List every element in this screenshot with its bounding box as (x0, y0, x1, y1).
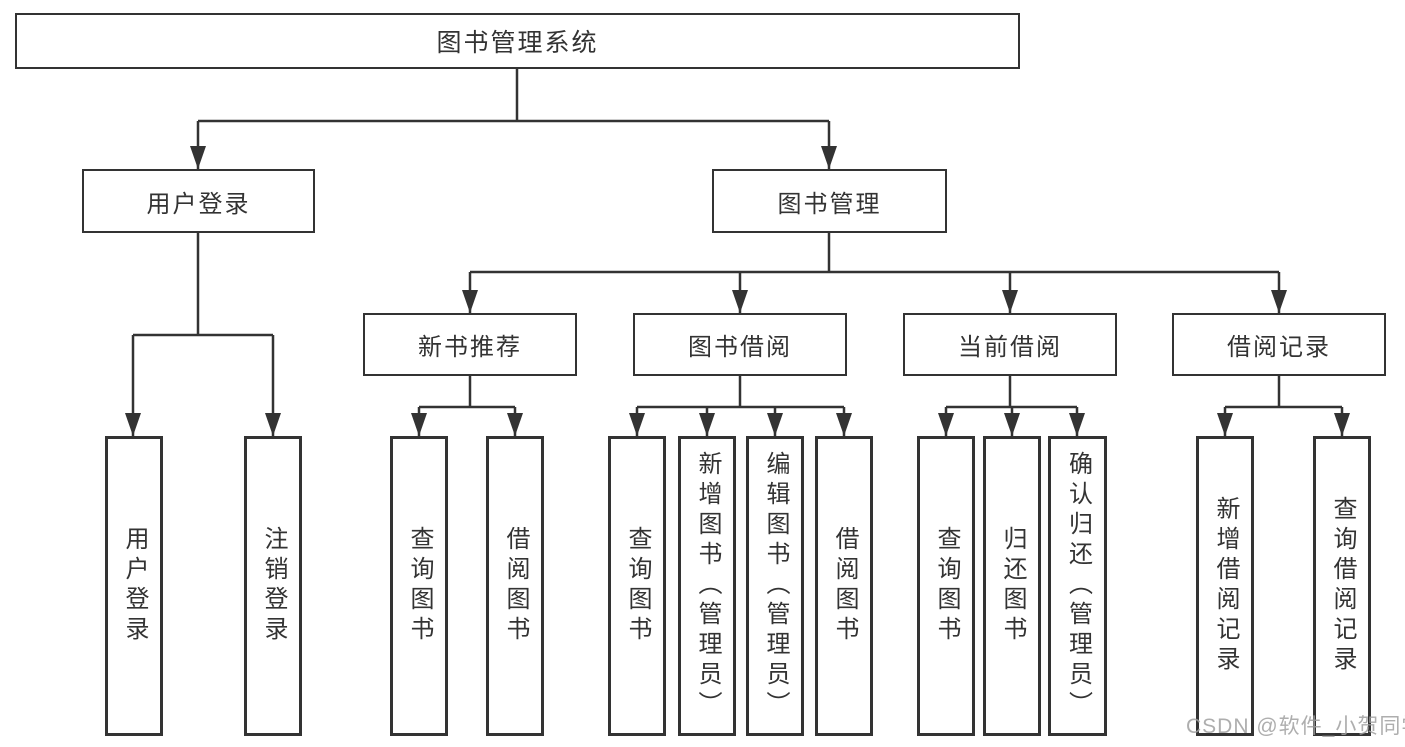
leaf-label: 注销登录 (260, 526, 287, 646)
leaf-borrow-books-recommend: 借阅图书 (486, 436, 544, 736)
connector-user-login (131, 233, 275, 436)
leaf-label: 确认归还（管理员） (1064, 451, 1092, 721)
leaf-query-borrow-record: 查询借阅记录 (1313, 436, 1371, 736)
arrow-down-icon (767, 413, 783, 436)
arrow-down-icon (265, 413, 281, 436)
arrow-down-icon (507, 413, 523, 436)
arrow-down-icon (938, 413, 954, 436)
leaf-add-borrow-record: 新增借阅记录 (1196, 436, 1254, 736)
arrow-down-icon (190, 146, 206, 169)
arrow-down-icon (699, 413, 715, 436)
node-label: 当前借阅 (958, 334, 1062, 361)
node-book-borrowing: 图书借阅 (633, 313, 847, 376)
node-current-borrowing: 当前借阅 (903, 313, 1117, 376)
node-label: 图书管理系统 (436, 29, 599, 57)
arrow-down-icon (125, 413, 141, 436)
leaf-label: 查询图书 (933, 526, 960, 646)
arrow-down-icon (1002, 290, 1018, 313)
leaf-query-books-recommend: 查询图书 (390, 436, 448, 736)
leaf-borrow-books: 借阅图书 (815, 436, 873, 736)
arrow-down-icon (462, 290, 478, 313)
arrow-down-icon (1334, 413, 1350, 436)
leaf-return-books: 归还图书 (983, 436, 1041, 736)
node-label: 图书借阅 (688, 334, 792, 361)
connector-new-books (417, 376, 517, 436)
connector-root (196, 69, 831, 169)
leaf-label: 用户登录 (121, 526, 148, 646)
leaf-label: 新增图书（管理员） (694, 451, 721, 721)
leaf-user-login: 用户登录 (105, 436, 163, 736)
connector-book-borrow (635, 376, 846, 436)
arrow-down-icon (821, 146, 837, 169)
csdn-watermark: CSDN @软件_小贺同学 (1186, 715, 1405, 738)
leaf-add-books-admin: 新增图书（管理员） (678, 436, 736, 736)
leaf-label: 查询图书 (624, 526, 651, 646)
leaf-logout: 注销登录 (244, 436, 302, 736)
arrow-down-icon (1271, 290, 1287, 313)
arrow-down-icon (1069, 413, 1085, 436)
arrow-down-icon (1217, 413, 1233, 436)
leaf-label: 借阅图书 (831, 526, 858, 646)
leaf-edit-books-admin: 编辑图书（管理员） (746, 436, 804, 736)
node-library-management-system: 图书管理系统 (15, 13, 1020, 69)
leaf-confirm-return-admin: 确认归还（管理员） (1048, 436, 1107, 736)
node-book-management: 图书管理 (712, 169, 947, 233)
node-label: 借阅记录 (1227, 334, 1331, 361)
leaf-label: 查询借阅记录 (1329, 496, 1356, 676)
node-label: 用户登录 (146, 190, 251, 218)
node-new-book-recommendation: 新书推荐 (363, 313, 577, 376)
node-label: 图书管理 (777, 190, 882, 218)
leaf-query-books-current: 查询图书 (917, 436, 975, 736)
leaf-label: 新增借阅记录 (1212, 496, 1239, 676)
leaf-label: 编辑图书（管理员） (762, 451, 789, 721)
node-borrowing-records: 借阅记录 (1172, 313, 1386, 376)
arrowheads (125, 146, 1350, 436)
leaf-label: 归还图书 (999, 526, 1026, 646)
arrow-down-icon (732, 290, 748, 313)
leaf-label: 查询图书 (406, 526, 433, 646)
arrow-down-icon (411, 413, 427, 436)
arrow-down-icon (836, 413, 852, 436)
connector-borrow-records (1223, 376, 1344, 436)
connector-book-management (468, 233, 1281, 313)
arrow-down-icon (629, 413, 645, 436)
leaf-label: 借阅图书 (502, 526, 529, 646)
node-label: 新书推荐 (418, 334, 522, 361)
arrow-down-icon (1004, 413, 1020, 436)
node-user-login: 用户登录 (82, 169, 315, 233)
leaf-query-books-borrow: 查询图书 (608, 436, 666, 736)
